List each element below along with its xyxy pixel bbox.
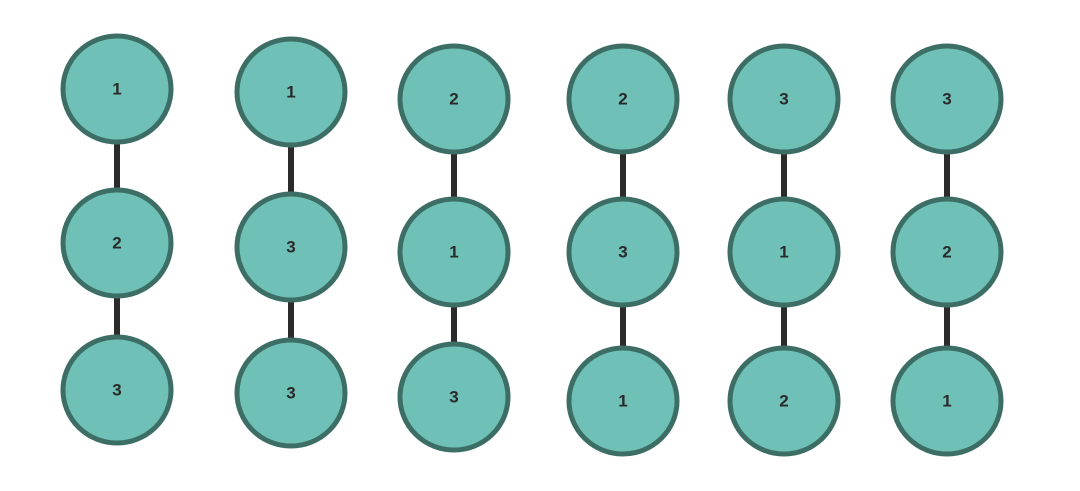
node-label: 3 xyxy=(286,238,295,257)
chain-1-node-1: 1 xyxy=(60,33,174,145)
node-label: 2 xyxy=(449,90,458,109)
chain-2-node-1: 1 xyxy=(234,36,348,148)
node-circle xyxy=(234,191,348,303)
node-label: 2 xyxy=(942,243,951,262)
chain-4-node-2: 3 xyxy=(566,196,680,308)
node-label: 3 xyxy=(942,90,951,109)
node-circle xyxy=(890,43,1004,155)
node-label: 3 xyxy=(449,388,458,407)
chain-4-node-3: 1 xyxy=(566,345,680,457)
chain-6-node-2: 2 xyxy=(890,196,1004,308)
node-circle xyxy=(890,345,1004,457)
chain-5-node-1: 3 xyxy=(727,43,841,155)
node-label: 3 xyxy=(112,381,121,400)
node-label: 3 xyxy=(618,243,627,262)
node-label: 1 xyxy=(112,80,121,99)
edges-layer xyxy=(114,142,950,348)
node-label: 1 xyxy=(618,392,627,411)
node-label: 2 xyxy=(112,234,121,253)
node-circle xyxy=(566,196,680,308)
node-circle xyxy=(234,337,348,449)
chain-6-node-3: 1 xyxy=(890,345,1004,457)
node-circle xyxy=(727,196,841,308)
node-label: 3 xyxy=(779,90,788,109)
node-circle xyxy=(890,196,1004,308)
node-circle xyxy=(566,345,680,457)
node-circle xyxy=(234,36,348,148)
node-circle xyxy=(727,345,841,457)
chain-6-node-1: 3 xyxy=(890,43,1004,155)
chain-1-node-2: 2 xyxy=(60,187,174,299)
chain-3-node-2: 1 xyxy=(397,196,511,308)
node-circle xyxy=(60,33,174,145)
node-circle xyxy=(60,187,174,299)
chain-5-node-2: 1 xyxy=(727,196,841,308)
node-label: 2 xyxy=(618,90,627,109)
chain-2-node-2: 3 xyxy=(234,191,348,303)
chain-4-node-1: 2 xyxy=(566,43,680,155)
nodes-layer: 1 2 3 1 3 3 2 1 3 2 3 1 3 1 2 3 2 1 xyxy=(60,33,1004,457)
node-label: 1 xyxy=(286,83,295,102)
node-circle xyxy=(60,334,174,446)
chain-3-node-1: 2 xyxy=(397,43,511,155)
node-circle xyxy=(727,43,841,155)
chain-1-node-3: 3 xyxy=(60,334,174,446)
node-label: 1 xyxy=(779,243,788,262)
chain-5-node-3: 2 xyxy=(727,345,841,457)
node-label: 2 xyxy=(779,392,788,411)
node-circle xyxy=(397,341,511,453)
node-label: 1 xyxy=(942,392,951,411)
node-circle xyxy=(566,43,680,155)
chain-2-node-3: 3 xyxy=(234,337,348,449)
chain-3-node-3: 3 xyxy=(397,341,511,453)
node-circle xyxy=(397,196,511,308)
node-label: 3 xyxy=(286,384,295,403)
node-circle xyxy=(397,43,511,155)
node-label: 1 xyxy=(449,243,458,262)
